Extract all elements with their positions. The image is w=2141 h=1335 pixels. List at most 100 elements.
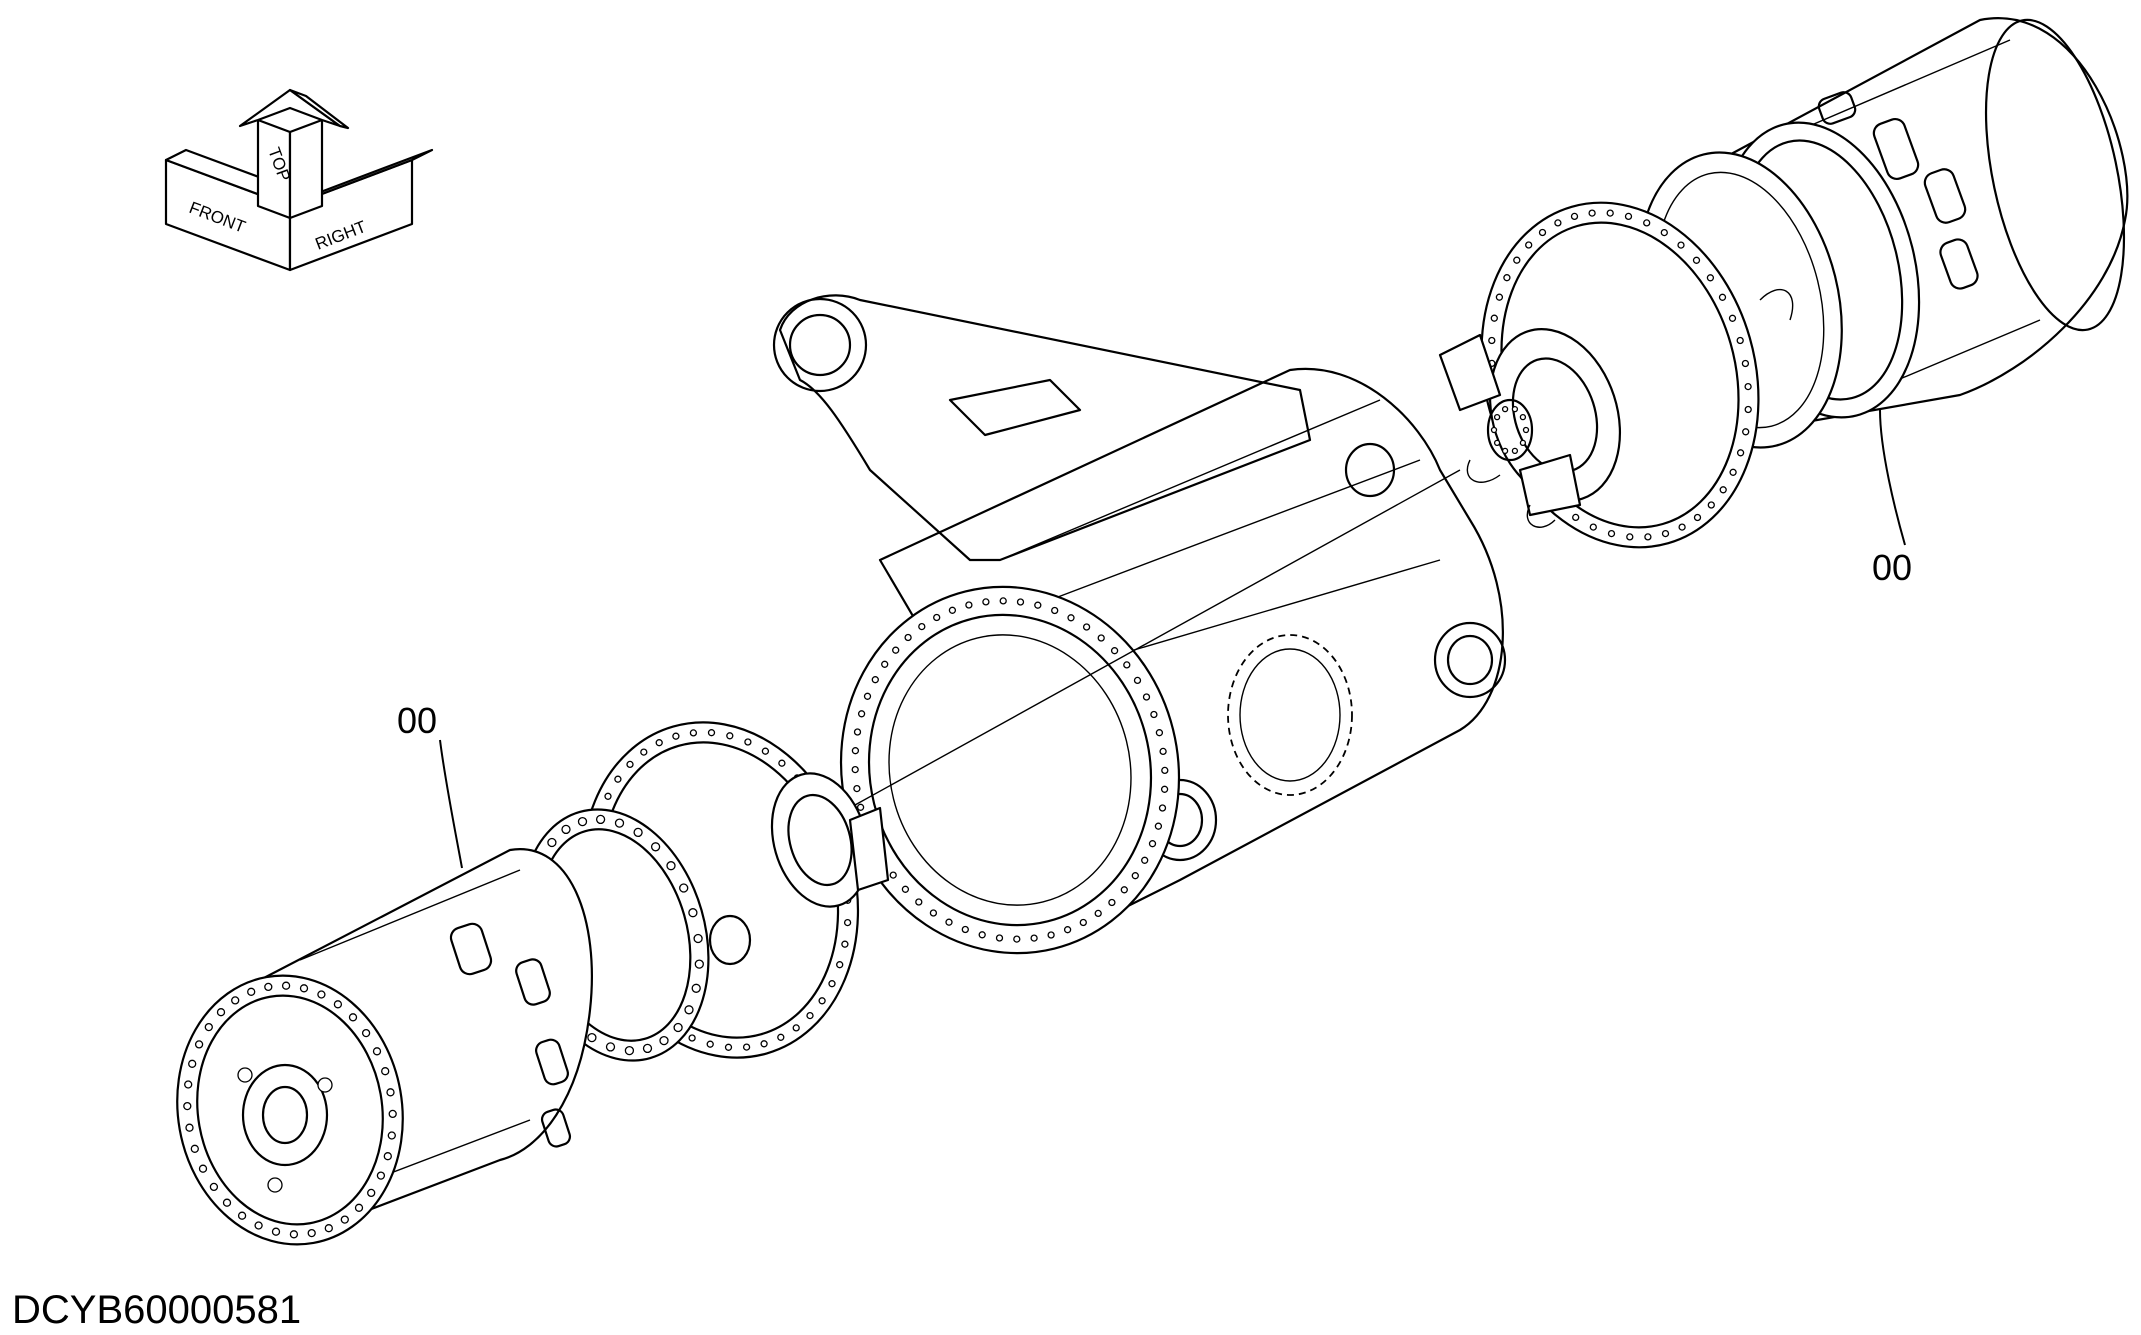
bolt-hole <box>183 1101 192 1111</box>
bolt-hole <box>836 961 844 969</box>
bolt-hole <box>1644 533 1652 541</box>
bolt-hole <box>1155 729 1164 737</box>
bolt-hole <box>604 792 612 800</box>
bolt-hole <box>1150 710 1158 719</box>
bolt-hole <box>1519 413 1527 421</box>
bolt-hole <box>706 1040 714 1048</box>
bolt-hole <box>1677 241 1685 249</box>
bolt-hole <box>666 861 676 871</box>
bolt-hole <box>1158 804 1167 812</box>
bolt-hole <box>1718 293 1727 301</box>
right-final-drive-assembly <box>1438 17 2129 549</box>
bolt-hole <box>1570 212 1579 221</box>
bolt-hole <box>1511 447 1519 455</box>
bolt-hole <box>933 613 941 622</box>
bolt-hole <box>354 1203 364 1212</box>
bolt-hole <box>1744 382 1752 391</box>
bolt-hole <box>1131 872 1139 880</box>
bolt-hole <box>1490 426 1498 434</box>
bolt-hole <box>843 918 852 927</box>
figure-id: DCYB60000581 <box>12 1288 301 1332</box>
bolt-hole <box>1097 634 1105 642</box>
bolt-hole <box>1607 529 1616 538</box>
bolt-hole <box>626 760 634 769</box>
bolt-hole <box>1067 614 1075 622</box>
bolt-hole <box>367 1188 376 1198</box>
bolt-hole <box>929 909 938 917</box>
bolt-hole <box>724 1043 733 1051</box>
bolt-hole <box>818 997 826 1005</box>
bolt-hole <box>679 883 689 893</box>
bolt-hole <box>222 1198 232 1207</box>
bolt-hole <box>841 940 849 948</box>
bolt-hole <box>1692 256 1701 264</box>
bolt-hole <box>1643 219 1651 227</box>
bolt-hole <box>1142 693 1151 701</box>
bolt-hole <box>650 842 661 852</box>
bolt-hole <box>595 814 606 825</box>
bolt-hole <box>691 983 701 993</box>
bolt-hole <box>388 1109 397 1119</box>
bolt-hole <box>945 918 953 926</box>
bolt-hole <box>1706 274 1715 282</box>
bolt-hole <box>689 729 698 737</box>
bolt-hole <box>633 827 643 838</box>
bolt-hole <box>948 606 957 614</box>
bolt-hole <box>999 597 1007 605</box>
bolt-hole <box>624 1045 635 1056</box>
bolt-hole <box>383 1152 392 1161</box>
bolt-hole <box>340 1215 349 1224</box>
bolt-hole <box>289 1230 299 1239</box>
bolt-hole <box>194 1040 204 1049</box>
bolt-hole <box>828 980 836 988</box>
bolt-hole <box>1501 447 1509 455</box>
bolt-hole <box>1133 676 1142 685</box>
bolt-hole <box>881 660 889 668</box>
bolt-hole <box>561 824 571 835</box>
bolt-hole <box>1525 241 1533 249</box>
bolt-hole <box>853 784 861 793</box>
bolt-hole <box>1063 926 1072 934</box>
bolt-hole <box>237 1211 247 1220</box>
axle-housing <box>772 294 1507 955</box>
bolt-hole <box>1572 513 1580 522</box>
bolt-hole <box>387 1131 396 1140</box>
bolt-hole <box>1501 405 1509 413</box>
bolt-hole <box>1736 336 1744 345</box>
bolt-hole <box>965 601 973 609</box>
bolt-hole <box>231 996 240 1005</box>
bolt-hole <box>361 1028 371 1038</box>
bolt-hole <box>333 1000 343 1009</box>
left-final-drive-assembly <box>176 721 890 1246</box>
bolt-hole <box>684 1005 694 1015</box>
bolt-hole <box>324 1224 333 1233</box>
bolt-hole <box>1159 747 1167 756</box>
bolt-hole <box>851 747 860 755</box>
bolt-hole <box>1693 513 1702 522</box>
bolt-hole <box>856 803 865 811</box>
right-callout-leader <box>1879 409 1906 546</box>
bolt-hole <box>1741 359 1750 368</box>
bolt-hole <box>655 739 663 747</box>
bolt-hole <box>1538 228 1547 237</box>
bolt-hole <box>1519 439 1527 447</box>
bolt-hole <box>386 1088 395 1097</box>
bolt-hole <box>190 1144 199 1153</box>
bolt-hole <box>863 692 872 700</box>
bolt-hole <box>614 818 625 828</box>
bolt-hole <box>1511 405 1519 413</box>
bolt-hole <box>577 816 588 827</box>
bolt-hole <box>640 748 648 756</box>
bolt-hole <box>1051 606 1059 615</box>
bolt-hole <box>851 765 859 774</box>
bolt-hole <box>982 598 990 606</box>
bolt-hole <box>672 732 680 740</box>
bolt-hole <box>372 1047 382 1056</box>
left-callout-leader <box>439 739 463 869</box>
bolt-hole <box>742 1043 751 1051</box>
bolt-hole <box>853 728 862 736</box>
bolt-hole <box>1493 439 1501 447</box>
bolt-hole <box>1589 523 1597 531</box>
bolt-hole <box>185 1123 194 1132</box>
left-callout-label: 00 <box>397 700 437 741</box>
